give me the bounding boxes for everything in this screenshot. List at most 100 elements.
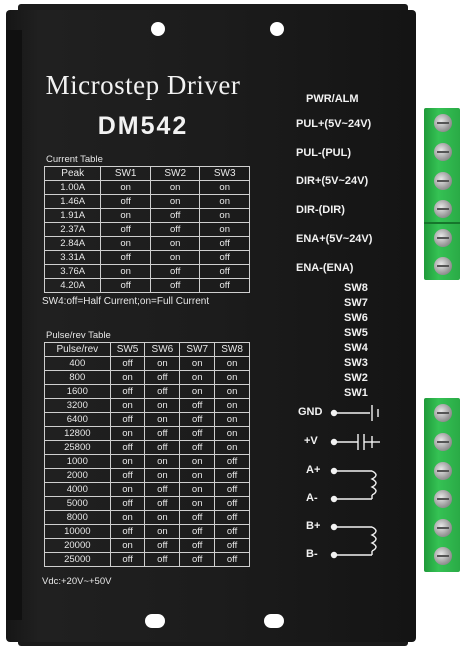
table-cell: on bbox=[179, 370, 216, 385]
table-cell: 1.00A bbox=[43, 180, 102, 195]
screw-a-minus[interactable] bbox=[434, 490, 452, 508]
screw-b-minus[interactable] bbox=[434, 547, 452, 565]
table-cell: off bbox=[144, 440, 181, 455]
table-cell: off bbox=[214, 468, 250, 483]
table-cell: on bbox=[149, 180, 201, 195]
screw-a-plus[interactable] bbox=[434, 462, 452, 480]
table-header-cell: SW3 bbox=[199, 166, 250, 181]
screw-dir-plus[interactable] bbox=[434, 172, 452, 190]
table-cell: on bbox=[199, 180, 250, 195]
table-cell: 10000 bbox=[44, 524, 111, 539]
table-cell: off bbox=[179, 398, 216, 413]
table-cell: off bbox=[214, 482, 250, 497]
table-cell: off bbox=[179, 412, 216, 427]
table-cell: off bbox=[149, 208, 201, 223]
mounting-hole-top-right bbox=[270, 22, 284, 36]
table-cell: off bbox=[214, 538, 250, 553]
table-cell: 2.37A bbox=[43, 222, 102, 237]
model-number: DM542 bbox=[97, 112, 189, 140]
screw-ena-plus[interactable] bbox=[434, 229, 452, 247]
table-header-cell: SW8 bbox=[214, 342, 250, 357]
table-cell: off bbox=[214, 524, 250, 539]
switch-label-sw4: SW4 bbox=[344, 342, 368, 354]
table-cell: on bbox=[214, 398, 250, 413]
table-header-cell: SW2 bbox=[149, 166, 201, 181]
table-cell: off bbox=[100, 194, 151, 209]
table-cell: on bbox=[109, 454, 146, 469]
table-cell: off bbox=[109, 496, 146, 511]
screw-pul-plus[interactable] bbox=[434, 114, 452, 132]
table-cell: off bbox=[144, 496, 181, 511]
table-cell: off bbox=[214, 552, 250, 567]
mounting-slot-bottom-left bbox=[145, 614, 165, 628]
table-cell: off bbox=[199, 278, 250, 293]
coil-a-symbol bbox=[370, 470, 377, 496]
ena-plus-label: ENA+(5V~24V) bbox=[296, 233, 373, 245]
table-cell: off bbox=[214, 496, 250, 511]
pul-plus-label: PUL+(5V~24V) bbox=[296, 118, 372, 130]
table-header-cell: SW1 bbox=[100, 166, 151, 181]
mounting-hole-top-left bbox=[151, 22, 165, 36]
table-cell: on bbox=[144, 412, 181, 427]
screw-vplus[interactable] bbox=[434, 433, 452, 451]
table-cell: off bbox=[109, 384, 146, 399]
table-cell: on bbox=[100, 236, 151, 251]
switch-label-sw5: SW5 bbox=[344, 327, 368, 339]
table-cell: on bbox=[100, 208, 151, 223]
table-cell: on bbox=[179, 482, 216, 497]
table-cell: off bbox=[109, 440, 146, 455]
screw-pul-minus[interactable] bbox=[434, 143, 452, 161]
table-cell: off bbox=[179, 510, 216, 525]
table-cell: 25000 bbox=[44, 552, 111, 567]
table-cell: 2.84A bbox=[43, 236, 102, 251]
table-cell: 1000 bbox=[44, 454, 111, 469]
table-cell: off bbox=[109, 412, 146, 427]
switch-label-sw8: SW8 bbox=[344, 282, 368, 294]
table-cell: on bbox=[144, 398, 181, 413]
table-cell: off bbox=[149, 264, 201, 279]
table-cell: on bbox=[214, 384, 250, 399]
table-cell: off bbox=[109, 356, 146, 371]
table-cell: off bbox=[109, 524, 146, 539]
table-cell: on bbox=[214, 370, 250, 385]
wiring-symbols bbox=[330, 405, 380, 559]
table-cell: 800 bbox=[44, 370, 111, 385]
b-plus-terminal-dot bbox=[330, 523, 338, 531]
table-cell: off bbox=[109, 552, 146, 567]
table-cell: 2000 bbox=[44, 468, 111, 483]
table-cell: on bbox=[109, 426, 146, 441]
table-cell: off bbox=[179, 552, 216, 567]
screw-b-plus[interactable] bbox=[434, 519, 452, 537]
sw4-note: SW4:off=Half Current;on=Full Current bbox=[42, 296, 210, 307]
table-cell: 6400 bbox=[44, 412, 111, 427]
table-cell: off bbox=[100, 222, 151, 237]
table-cell: 8000 bbox=[44, 510, 111, 525]
table-cell: off bbox=[109, 468, 146, 483]
screw-gnd[interactable] bbox=[434, 404, 452, 422]
table-cell: 1.91A bbox=[43, 208, 102, 223]
screw-dir-minus[interactable] bbox=[434, 200, 452, 218]
table-cell: off bbox=[179, 440, 216, 455]
table-cell: on bbox=[214, 440, 250, 455]
table-cell: on bbox=[149, 250, 201, 265]
mounting-slot-bottom-right bbox=[264, 614, 284, 628]
screw-ena-minus[interactable] bbox=[434, 257, 452, 275]
b-minus-label: B- bbox=[306, 548, 318, 560]
table-cell: off bbox=[199, 264, 250, 279]
table-cell: 1.46A bbox=[43, 194, 102, 209]
table-cell: 3.76A bbox=[43, 264, 102, 279]
table-cell: off bbox=[144, 552, 181, 567]
